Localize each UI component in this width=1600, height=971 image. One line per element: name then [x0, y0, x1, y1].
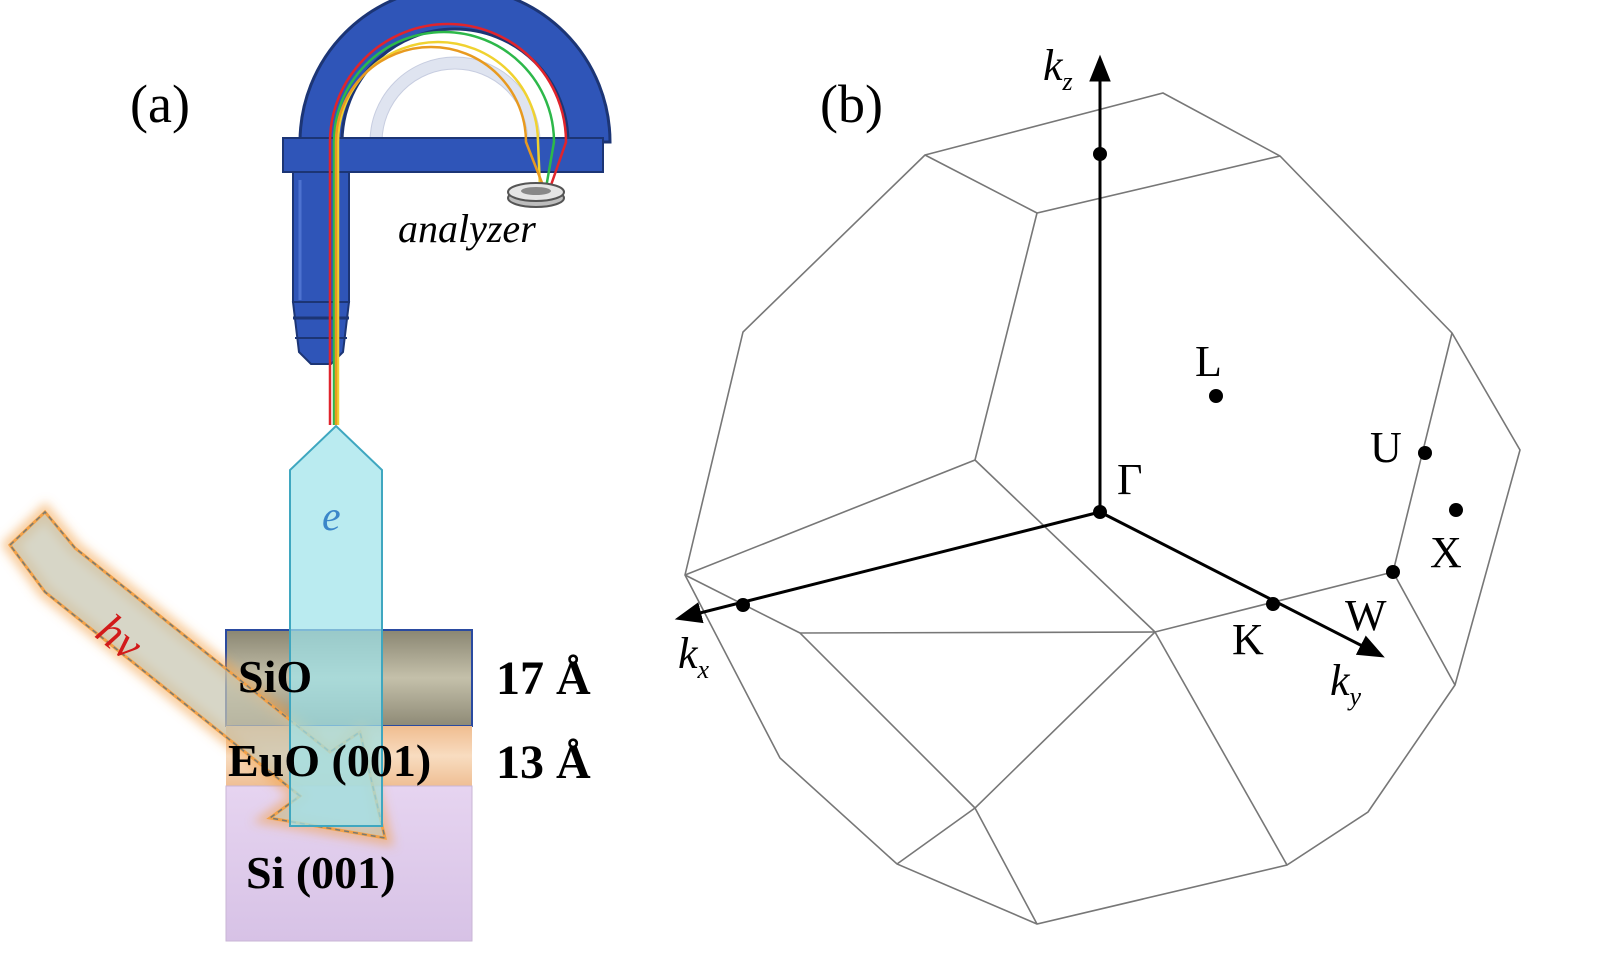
layer-sio-thickness: 17 Å — [496, 652, 591, 705]
label-u: U — [1370, 423, 1402, 472]
kx-axis — [674, 510, 1101, 624]
panel-b-label: (b) — [820, 74, 883, 134]
label-w: W — [1345, 591, 1387, 640]
kx-axis-label: kx — [678, 629, 710, 684]
analyzer-icon — [282, 0, 612, 425]
high-symmetry-points — [736, 147, 1463, 612]
point-zone-top — [1093, 147, 1107, 161]
label-x: X — [1430, 528, 1462, 577]
label-gamma: Γ — [1117, 455, 1142, 504]
point-gamma — [1093, 505, 1107, 519]
electron-trajectories — [328, 22, 568, 425]
layer-si-label: Si (001) — [246, 847, 396, 898]
layer-sio-label: SiO — [238, 651, 312, 702]
electron-label: e — [322, 494, 341, 540]
point-w — [1386, 565, 1400, 579]
electron-beam-icon — [289, 424, 383, 827]
panel-a: (a) analyzer — [0, 0, 612, 942]
label-l: L — [1195, 337, 1222, 386]
point-kx-boundary — [736, 598, 750, 612]
ky-axis — [1099, 510, 1385, 658]
point-x — [1449, 503, 1463, 517]
layer-euo-thickness: 13 Å — [496, 736, 591, 789]
point-u — [1418, 446, 1432, 460]
ky-axis-label: ky — [1330, 656, 1362, 711]
point-l — [1209, 389, 1223, 403]
point-k — [1266, 597, 1280, 611]
label-k: K — [1232, 615, 1264, 664]
kz-axis-label: kz — [1043, 41, 1073, 96]
panel-a-label: (a) — [130, 74, 190, 134]
panel-b: (b) kz kx — [674, 41, 1521, 925]
analyzer-label: analyzer — [398, 206, 536, 251]
layer-euo-label: EuO (001) — [228, 735, 431, 786]
